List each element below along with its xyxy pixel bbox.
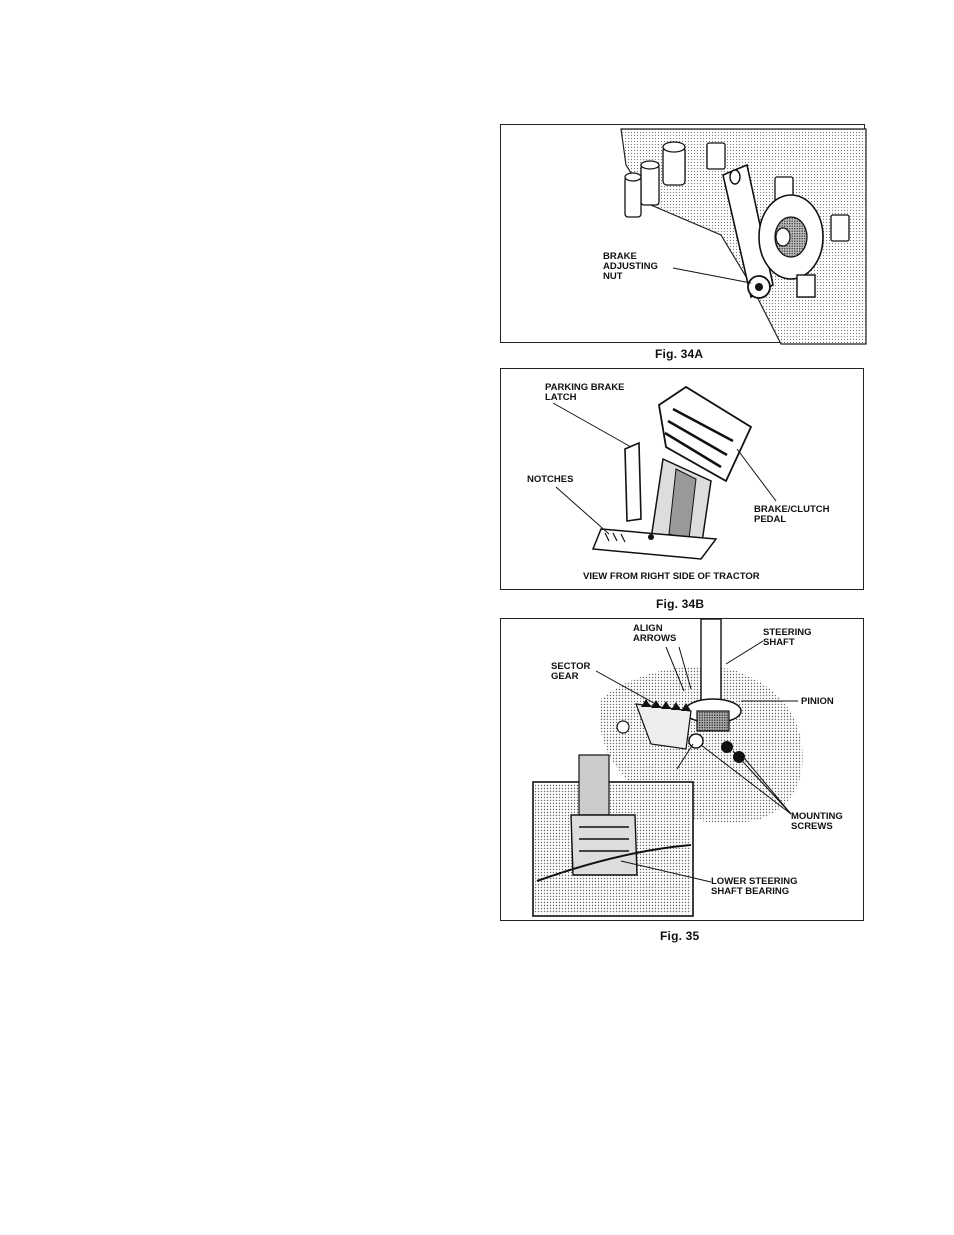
figure-34a-caption: Fig. 34A bbox=[655, 347, 703, 361]
figure-34b-frame: PARKING BRAKE LATCH NOTCHES BRAKE/CLUTCH… bbox=[500, 368, 864, 590]
callout-pinion: PINION bbox=[801, 697, 834, 707]
callout-lower-steering-shaft-bearing: LOWER STEERING SHAFT BEARING bbox=[711, 877, 798, 897]
callout-steering-shaft: STEERING SHAFT bbox=[763, 628, 812, 648]
figure-35-frame: ALIGN ARROWS STEERING SHAFT SECTOR GEAR … bbox=[500, 618, 864, 921]
callout-brake-clutch-pedal: BRAKE/CLUTCH PEDAL bbox=[754, 505, 829, 525]
callout-mounting-screws: MOUNTING SCREWS bbox=[791, 812, 843, 832]
callout-sector-gear: SECTOR GEAR bbox=[551, 662, 590, 682]
figure-34b-caption: Fig. 34B bbox=[656, 597, 704, 611]
callout-parking-brake-latch: PARKING BRAKE LATCH bbox=[545, 383, 625, 403]
figure-34a-frame: BRAKE ADJUSTING NUT bbox=[500, 124, 865, 343]
brake-assembly-illustration bbox=[501, 125, 866, 344]
callout-brake-adjusting-nut: BRAKE ADJUSTING NUT bbox=[603, 252, 658, 282]
callout-notches: NOTCHES bbox=[527, 475, 573, 485]
figure-35-caption: Fig. 35 bbox=[660, 929, 699, 943]
callout-align-arrows: ALIGN ARROWS bbox=[633, 624, 676, 644]
view-note: VIEW FROM RIGHT SIDE OF TRACTOR bbox=[583, 571, 760, 582]
